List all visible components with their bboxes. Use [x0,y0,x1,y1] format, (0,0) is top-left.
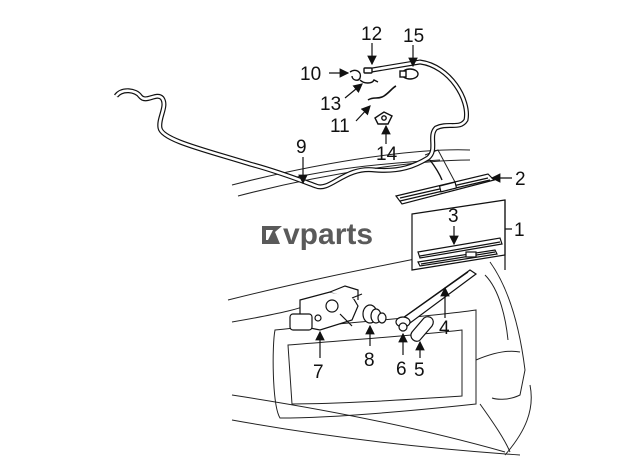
leader-lines [298,43,512,358]
hose-connector-10 [349,69,362,81]
hose-joint-12 [363,67,373,74]
callout-labels: 12 15 10 13 11 14 9 2 3 1 4 7 8 6 5 [296,24,526,383]
callout-8: 8 [364,350,375,371]
callout-11: 11 [330,116,350,137]
arm-nut [398,322,408,332]
wiper-blade [394,173,496,205]
check-valve-15 [399,68,419,80]
callout-2: 2 [515,169,526,190]
vparts-logo: vparts [262,218,373,251]
vehicle-body-outline [227,149,532,456]
callout-12: 12 [361,24,382,45]
wiper-arm [395,269,478,328]
blade-assembly-box [411,199,506,271]
pivot-grommet [362,304,387,324]
callout-1: 1 [514,220,525,241]
vparts-logo-text: vparts [283,218,373,251]
callout-9: 9 [296,137,307,158]
callout-6: 6 [396,359,407,380]
callout-13: 13 [320,94,341,115]
callout-15: 15 [403,26,424,47]
callout-3: 3 [448,206,459,227]
hose-clip-14 [374,111,393,125]
callout-5: 5 [414,360,425,381]
hose-segment-11 [367,85,397,101]
wiper-motor [289,285,363,331]
callout-14: 14 [376,144,398,165]
hose-clamp-13 [359,79,379,84]
vparts-logo-mark [262,226,282,244]
arm-cap [410,316,434,342]
callout-7: 7 [313,362,324,383]
callout-4: 4 [439,318,450,339]
washer-hose [114,59,469,190]
callout-10: 10 [300,64,321,85]
